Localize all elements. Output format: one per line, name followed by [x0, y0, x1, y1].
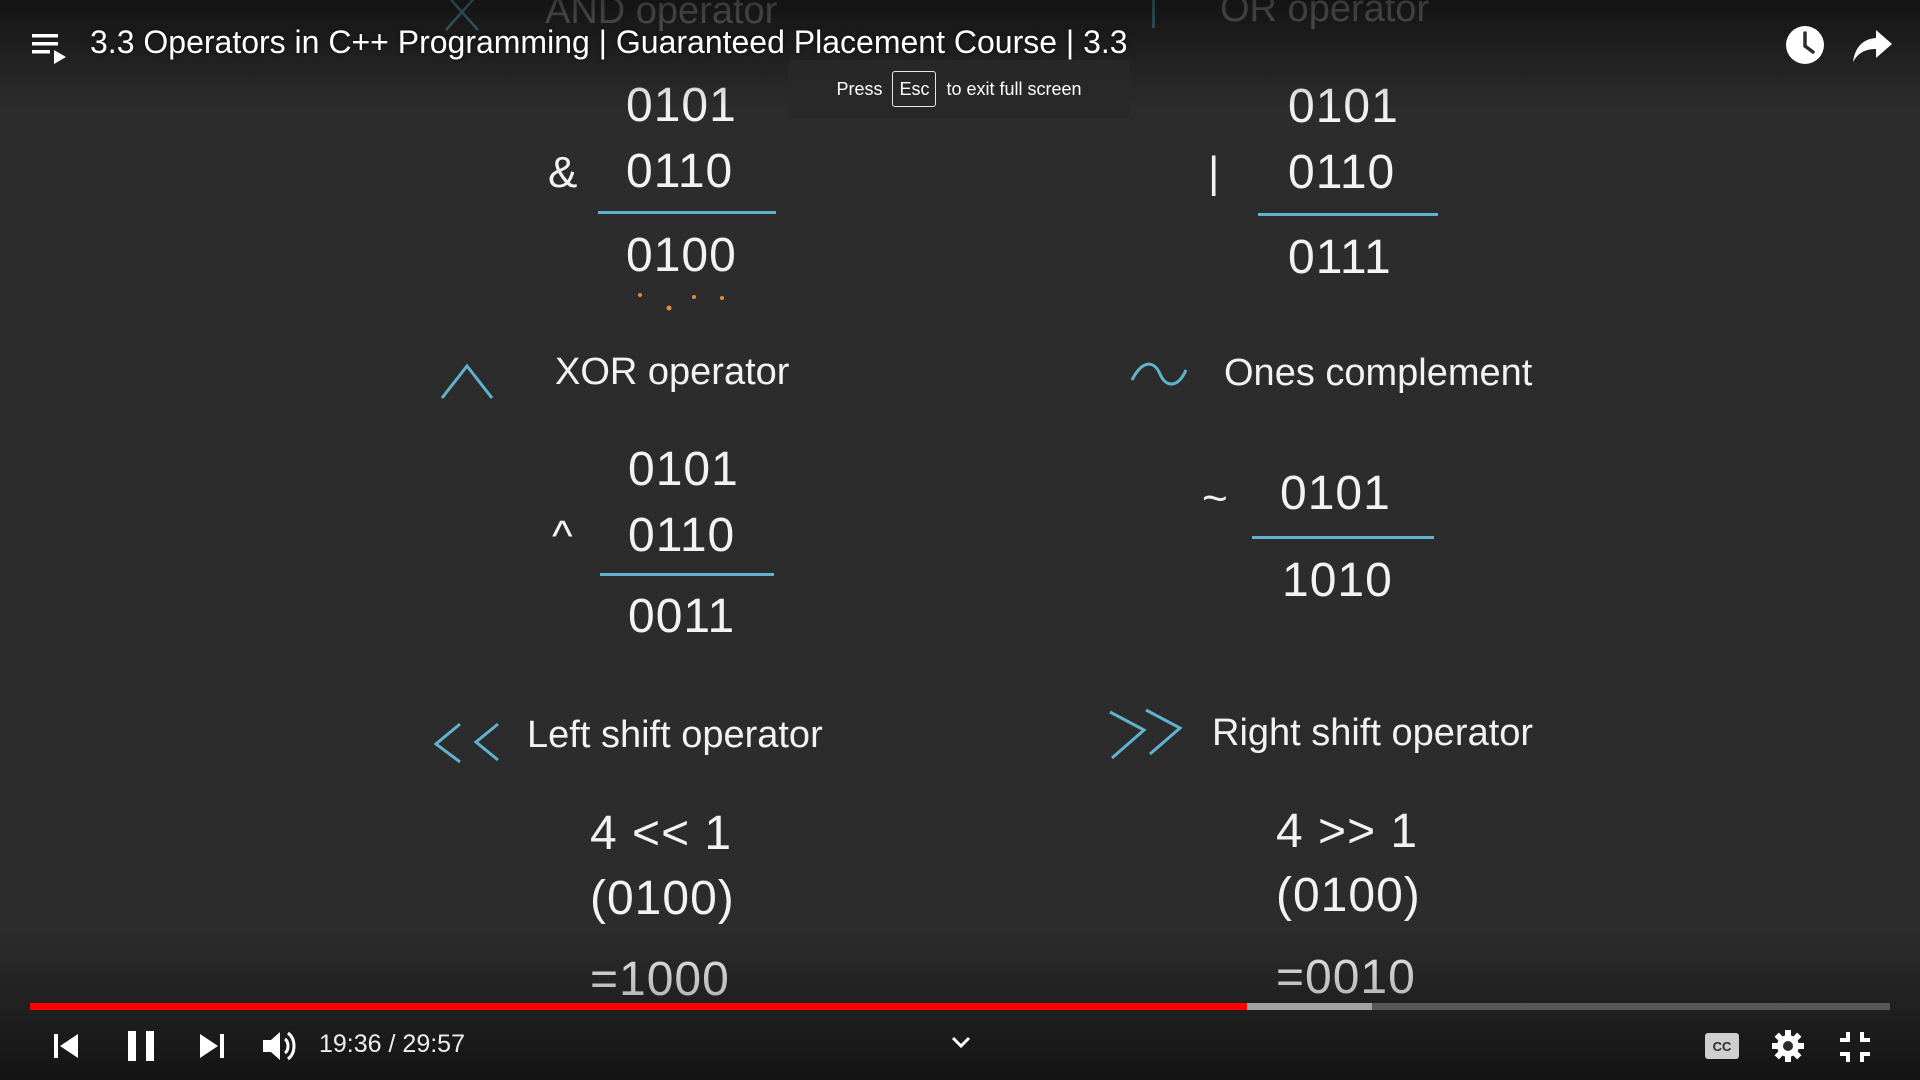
toast-press-label: Press: [836, 78, 883, 99]
and-divider: [598, 211, 776, 214]
right-shift-result: =0010: [1276, 951, 1416, 1004]
title-bar: 3.3 Operators in C++ Programming | Guara…: [0, 0, 1920, 90]
xor-divider: [600, 573, 774, 576]
right-shift-binary: (0100): [1276, 869, 1421, 922]
current-time: 19:36: [319, 1030, 382, 1058]
ones-sign: ~: [1202, 474, 1228, 523]
or-operand-b: 0110: [1288, 146, 1396, 199]
time-display: 19:36 / 29:57: [319, 1030, 465, 1059]
ones-complement-title: Ones complement: [1224, 352, 1533, 394]
svg-text:CC: CC: [1713, 1039, 1732, 1054]
pause-icon[interactable]: [124, 1028, 158, 1064]
left-shift-symbol-icon: [433, 722, 499, 764]
left-shift-result: =1000: [590, 953, 730, 1006]
pen-doodle: [638, 293, 724, 311]
volume-icon[interactable]: [260, 1028, 298, 1064]
clock-icon[interactable]: [1782, 22, 1828, 68]
toast-message: to exit full screen: [946, 78, 1082, 99]
right-shift-expression: 4 >> 1: [1276, 805, 1419, 858]
gear-icon[interactable]: [1770, 1028, 1806, 1064]
exit-fullscreen-icon[interactable]: [1838, 1030, 1872, 1064]
ones-operand: 0101: [1280, 467, 1391, 520]
closed-captions-icon[interactable]: CC: [1704, 1032, 1740, 1060]
left-shift-expression: 4 << 1: [590, 807, 733, 860]
right-shift-symbol-icon: [1109, 708, 1183, 760]
fullscreen-toast: Press Esc to exit full screen: [788, 60, 1130, 118]
tilde-symbol-icon: [1130, 362, 1188, 386]
skip-next-icon[interactable]: [196, 1030, 228, 1062]
skip-previous-icon[interactable]: [50, 1030, 82, 1062]
esc-key-badge: Esc: [892, 71, 937, 107]
chevron-down-icon[interactable]: [948, 1032, 974, 1052]
xor-operand-b: 0110: [628, 509, 736, 562]
time-separator: /: [388, 1030, 396, 1058]
ones-result: 1010: [1282, 554, 1393, 607]
and-operand-b: 0110: [626, 145, 734, 198]
left-shift-title: Left shift operator: [527, 714, 823, 756]
and-result: 0100: [626, 229, 737, 282]
xor-operator-title: XOR operator: [555, 351, 790, 393]
ones-divider: [1252, 536, 1434, 539]
xor-sign: ^: [552, 512, 573, 561]
share-arrow-icon[interactable]: [1850, 22, 1896, 68]
progress-played: [30, 1003, 1248, 1010]
or-result: 0111: [1288, 231, 1392, 284]
right-shift-title: Right shift operator: [1212, 712, 1534, 754]
and-sign: &: [548, 148, 578, 197]
playlist-icon[interactable]: [30, 28, 70, 68]
or-divider: [1258, 213, 1438, 216]
video-title[interactable]: 3.3 Operators in C++ Programming | Guara…: [90, 24, 1128, 60]
duration: 29:57: [402, 1030, 465, 1058]
left-shift-binary: (0100): [590, 872, 735, 925]
or-sign: |: [1208, 148, 1220, 197]
xor-result: 0011: [628, 590, 736, 643]
caret-symbol-icon: [440, 363, 494, 399]
progress-bar[interactable]: [30, 1003, 1890, 1010]
xor-operand-a: 0101: [628, 443, 739, 496]
